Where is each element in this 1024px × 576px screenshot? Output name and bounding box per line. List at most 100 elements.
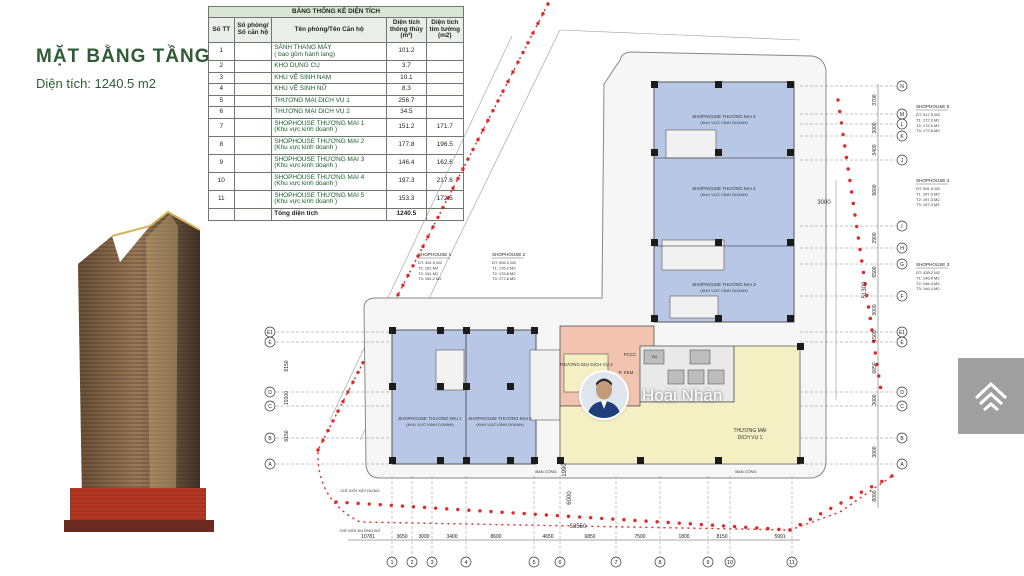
row-area: 3.7	[386, 60, 427, 73]
row-stt: 11	[208, 189, 235, 209]
grid-axis-marker	[654, 556, 666, 568]
row-area: 10.1	[386, 71, 427, 85]
grid-dimension-label: 8150	[716, 534, 727, 540]
row-name-line1: KHU VỆ SINH NAM	[274, 73, 332, 81]
grid-axis-marker	[896, 258, 908, 270]
row-room-no	[233, 117, 273, 137]
row-stt: 10	[208, 171, 235, 191]
row-stt: 3	[208, 71, 235, 85]
row-stt: 8	[208, 135, 235, 155]
row-room-no	[233, 94, 273, 108]
grid-dimension-label: 1500	[872, 330, 878, 341]
row-name-line1: SẢNH THANG MÁY	[274, 43, 332, 51]
dim-51300: 51300	[862, 281, 868, 298]
row-name: SHOPHOUSE THƯƠNG MẠI 4(Khu vực kinh doan…	[271, 171, 388, 191]
grid-dimension-label: 3650	[396, 534, 407, 540]
row-stt: 7	[208, 117, 235, 137]
shophouse-info-line: T3: 197.3 M2	[916, 202, 940, 207]
shophouse-info-line: T1: 151 M2	[418, 265, 439, 270]
row-stt: 2	[208, 60, 235, 73]
label-sh2-sub: (KHU VỰC KINH DOANH)	[476, 422, 524, 427]
shophouse-2-area	[465, 329, 537, 465]
grid-dimension-label: 2900	[872, 232, 878, 243]
shophouse-1-area	[391, 329, 467, 465]
row-area: 256.7	[386, 94, 427, 108]
grid-dimension-label: 3000	[418, 534, 429, 540]
grid-axis-label: 7	[614, 560, 617, 566]
row-name: SHOPHOUSE THƯƠNG MẠI 5(Khu vực kinh doan…	[271, 189, 388, 209]
table-row: 11 SHOPHOUSE THƯƠNG MẠI 5(Khu vực kinh do…	[208, 189, 465, 209]
grid-axis-marker	[264, 386, 276, 398]
label-sh5-sub: (KHU VỰC KINH DOANH)	[700, 120, 748, 125]
grid-dimension-label: 8150	[284, 430, 290, 441]
grid-axis-marker	[896, 118, 908, 130]
grid-axis-marker	[896, 130, 908, 142]
grid-axis-marker	[264, 326, 276, 338]
row-area: 8.3	[386, 83, 427, 96]
row-area: 101.2	[386, 42, 427, 61]
row-wall-area: 217.6	[425, 171, 465, 191]
shophouse-info-line: T2: 176.8 M2	[492, 271, 516, 276]
grid-dimension-label: 8150	[284, 360, 290, 371]
grid-dimension-label: 8000	[872, 490, 878, 501]
shophouse-info-title: SHOPHOUSE 4	[916, 178, 950, 183]
house-logo-icon	[974, 381, 1008, 412]
label-tm2: THƯƠNG MẠI DỊCH VỤ 2	[559, 362, 613, 367]
grid-dimension-label: 10781	[361, 534, 375, 540]
grid-axis-label: 8	[658, 560, 661, 566]
grid-axis-label: A	[268, 462, 272, 468]
grid-axis-label: C	[900, 404, 904, 410]
table-row: 10 SHOPHOUSE THƯƠNG MẠI 4(Khu vực kinh do…	[208, 171, 465, 191]
grid-axis-label: E1	[899, 330, 905, 336]
label-sh3-sub: (KHU VỰC KINH DOANH)	[700, 288, 748, 293]
grid-dimension-label: 3000	[872, 446, 878, 457]
label-sh2: SHOPHOUSE THƯƠNG MẠI 2	[468, 416, 532, 421]
shophouse-info-line: T2: 197.3 M2	[916, 197, 940, 202]
grid-dimension-label: 3000	[872, 122, 878, 133]
row-room-no	[233, 71, 273, 85]
grid-dimension-label: 6650	[872, 362, 878, 373]
grid-axis-label: F	[900, 294, 903, 300]
label-chi-gioi-xd: CHỈ GIỚI XÂY DỰNG	[340, 488, 379, 493]
grid-axis-label: 9	[706, 560, 709, 566]
grid-axis-marker	[264, 336, 276, 348]
label-sh1: SHOPHOUSE THƯƠNG MẠI 1	[398, 416, 462, 421]
grid-axis-marker	[896, 290, 908, 302]
grid-axis-label: D	[900, 390, 904, 396]
shophouse-info-line: T1: 197.3 M2	[916, 191, 940, 196]
grid-axis-marker	[610, 556, 622, 568]
shophouse-5-4-3-block	[653, 81, 795, 323]
grid-axis-label: D	[268, 390, 272, 396]
grid-axis-marker	[896, 386, 908, 398]
header-name: Tên phòng/Tên Căn hộ	[271, 17, 388, 43]
grid-axis-marker	[896, 400, 908, 412]
table-header-row: Số TT Số phòng/ Số căn hộ Tên phòng/Tên …	[208, 17, 465, 43]
row-wall-area: 171.7	[425, 117, 465, 137]
total-value: 1240.5	[386, 207, 427, 221]
grid-axis-marker	[264, 432, 276, 444]
row-name: THƯƠNG MẠI DỊCH VỤ 1	[271, 94, 388, 108]
row-wall-area	[425, 106, 465, 119]
grid-axis-label: E	[268, 340, 272, 346]
row-room-no	[233, 83, 273, 96]
page-subtitle: Diện tích: 1240.5 m2	[36, 76, 156, 91]
grid-axis-marker	[896, 220, 908, 232]
shophouse-info-line: DT: 517.5 M2	[916, 112, 941, 117]
row-stt: 4	[208, 83, 235, 96]
grid-axis-label: C	[268, 404, 272, 410]
shophouse-info-line: T3: 151.2 M2	[418, 276, 442, 281]
grid-dimension-label: 19100	[284, 391, 290, 405]
grid-dimension-label: 6500	[872, 266, 878, 277]
row-area: 197.3	[386, 171, 427, 191]
row-room-no	[233, 42, 273, 61]
grid-axis-marker	[426, 556, 438, 568]
table-total-row: Tổng diện tích 1240.5	[208, 207, 465, 221]
grid-axis-label: J	[901, 158, 904, 164]
shophouse-info-line: DT: 451.0 M2	[418, 260, 443, 265]
